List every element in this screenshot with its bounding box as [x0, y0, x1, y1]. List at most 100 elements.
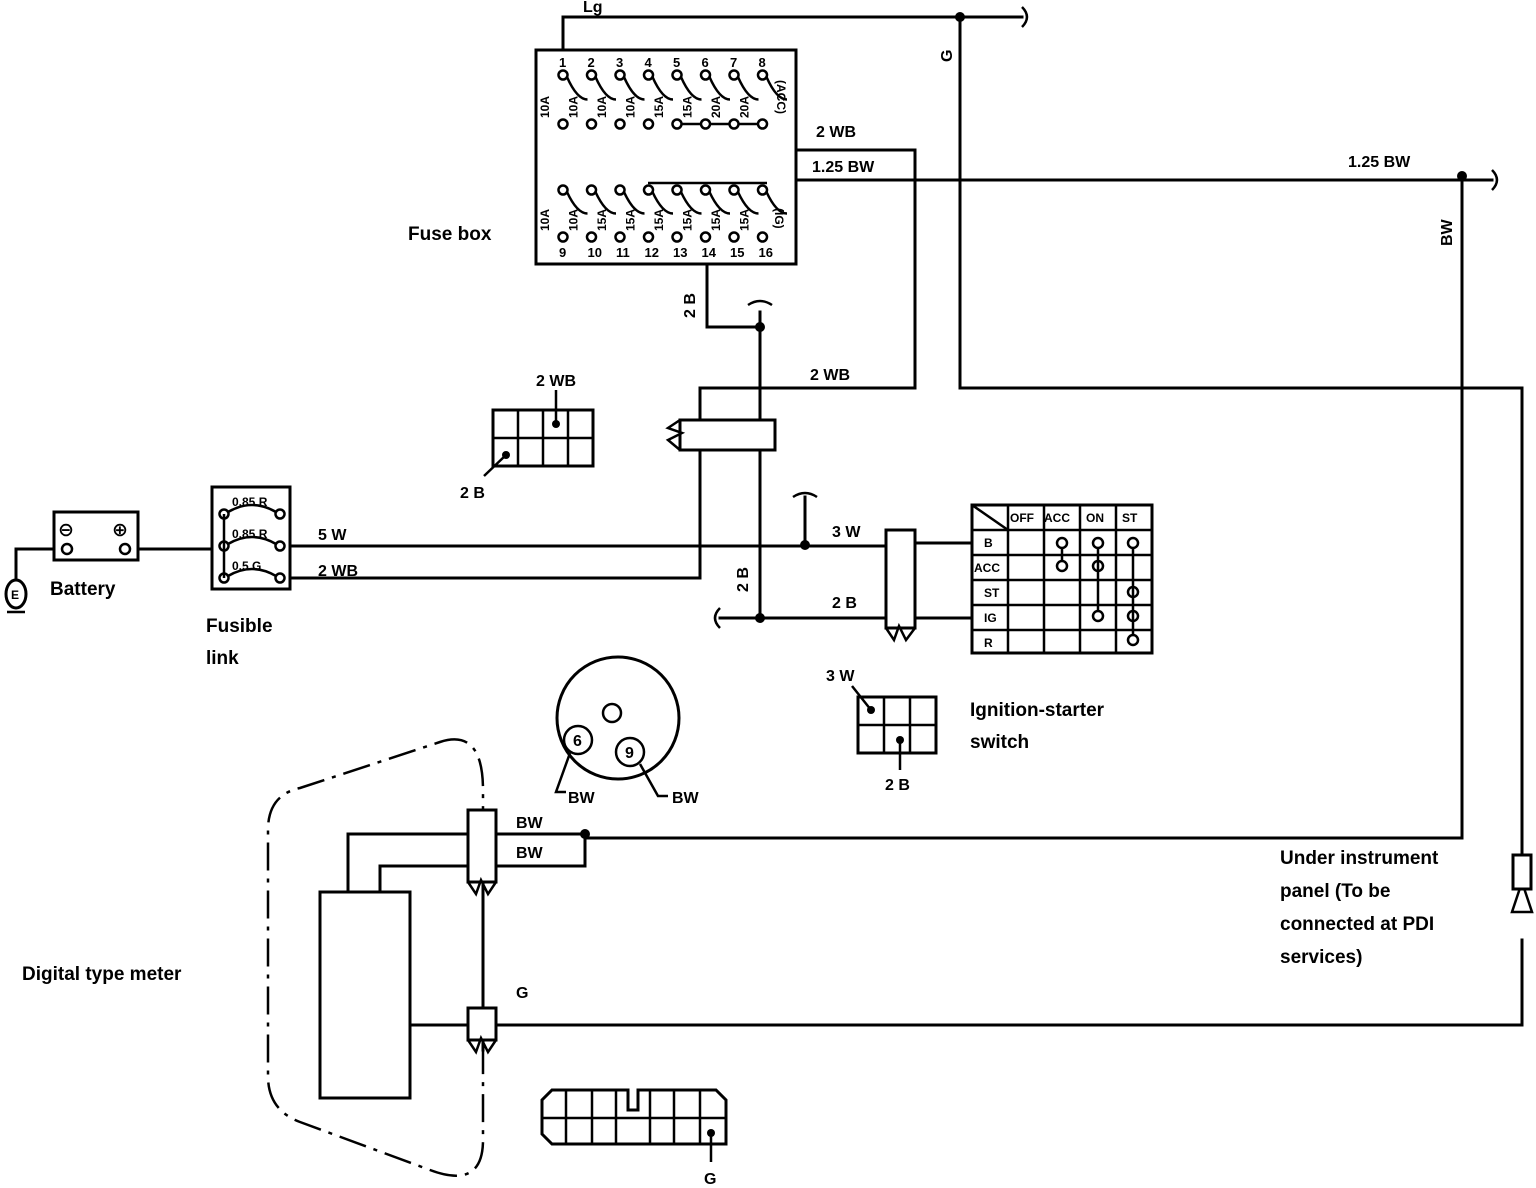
fuse-element — [708, 76, 731, 101]
connector-2wb-label-top: 2 WB — [536, 373, 576, 390]
fuse-terminal — [557, 184, 569, 196]
fuse-terminal — [671, 231, 683, 243]
connector-switch-break — [884, 622, 916, 643]
fuse-rating: 15A — [709, 209, 723, 231]
fuse-terminal — [585, 69, 598, 81]
wire-label-bw-vertical: BW — [1439, 218, 1456, 246]
contact-on-ig — [1091, 609, 1105, 623]
contact-st-b — [1126, 536, 1140, 550]
connector-2wb-label-bottom: 2 B — [460, 485, 485, 502]
fuse-number: 7 — [730, 55, 737, 70]
fuse-rating: 10A — [567, 96, 581, 118]
round-pin-6-label: 6 — [573, 733, 582, 750]
fuse-element — [651, 191, 674, 215]
connector-switch-body — [884, 528, 917, 630]
switch-column-header: OFF — [1010, 511, 1034, 525]
battery-plus-sign: ⊕ — [112, 520, 128, 541]
fuse-number: 5 — [673, 55, 680, 70]
fuse-rating: 10A — [567, 209, 581, 231]
fuse-terminal — [642, 69, 655, 81]
wire-label-1-25bw-left: 1.25 BW — [812, 159, 875, 176]
meter-connector-bottom — [466, 1006, 498, 1042]
wire-3w-break — [792, 491, 818, 499]
fuse-element — [651, 76, 674, 101]
bottom-connector: G — [540, 1088, 728, 1188]
contact-acc-b — [1055, 536, 1069, 550]
fuse-rating: 20A — [709, 96, 723, 118]
meter-connector-bottom-break — [466, 1034, 498, 1055]
switch-row-label: R — [984, 636, 993, 650]
label-under-panel-2: panel (To be — [1280, 881, 1390, 902]
pdi-connector — [1511, 853, 1533, 891]
fuse-terminal — [699, 184, 712, 196]
arrow-up — [1510, 878, 1534, 914]
switch-column-header: ON — [1086, 511, 1104, 525]
switch-row-label: B — [984, 536, 993, 550]
fuse-element — [765, 191, 788, 215]
wire-label-bw-meter-1: BW — [516, 815, 544, 832]
meter-body — [318, 890, 412, 1100]
fuse-element — [565, 191, 588, 215]
connector-mid — [665, 418, 777, 452]
wire-meter-inner-1 — [346, 832, 470, 894]
junction-2b-top — [755, 322, 765, 332]
fuse-terminal — [699, 231, 712, 243]
digital-meter — [266, 738, 498, 1177]
fuse-terminal — [671, 118, 683, 130]
fuse-element — [708, 191, 731, 215]
link-terminal-right — [274, 540, 286, 552]
fuse-rating: 15A — [738, 209, 752, 231]
round-connector-key — [601, 702, 623, 724]
fuse-terminal — [728, 231, 740, 243]
fuse-element — [622, 191, 645, 215]
wire-2b-mid-break — [713, 607, 721, 629]
label-ignition-2: switch — [970, 732, 1029, 753]
wire-label-bw-meter-2: BW — [516, 845, 544, 862]
wire-label-2wb-top: 2 WB — [816, 124, 856, 141]
meter-connector-top — [466, 808, 498, 884]
fuse-terminal — [756, 231, 769, 243]
fuse-number: 16 — [759, 245, 773, 260]
wire-label-2b-fuse: 2 B — [682, 293, 699, 318]
wire-label-2b-mid: 2 B — [832, 595, 857, 612]
fuse-rating: 10A — [624, 96, 638, 118]
fuse-number: 1 — [559, 55, 566, 70]
fuse-number: 12 — [645, 245, 659, 260]
connector-3w: 3 W 2 B — [826, 668, 938, 794]
wire-labels: Lg G 2 WB 1.25 BW 1.25 BW BW 2 B 2 WB 5 … — [318, 0, 1456, 1002]
contact-st-r — [1126, 633, 1140, 647]
meter-boundary — [266, 738, 485, 1177]
fuse-rating: 15A — [624, 209, 638, 231]
fuse-rating: 20A — [738, 96, 752, 118]
fuse-terminal — [756, 118, 769, 130]
fuse-terminal — [557, 69, 569, 81]
fuse-terminal — [614, 118, 626, 130]
label-fusible-link-2: link — [206, 648, 239, 669]
switch-column-header: ACC — [1044, 511, 1070, 525]
fusible-link: 0.85 R0.85 R0.5 G — [210, 485, 292, 591]
label-battery: Battery — [50, 579, 116, 600]
switch-row-label: IG — [984, 611, 997, 625]
wire-label-2wb-mid: 2 WB — [810, 367, 850, 384]
link-rating: 0.85 R — [232, 527, 268, 541]
round-pin-6-lead — [554, 752, 572, 794]
wire-2b-top-break — [747, 299, 773, 307]
fuse-element — [594, 76, 617, 101]
wire-meter-inner-2 — [378, 864, 470, 894]
fuse-number: 4 — [645, 55, 653, 70]
fuse-box-outline — [534, 48, 798, 266]
fuse-group-ig: (IG) — [772, 208, 786, 229]
bottom-connector-label: G — [704, 1171, 716, 1188]
wire-bw-meter-2 — [493, 830, 587, 868]
wire-label-g-vertical: G — [939, 50, 956, 62]
label-digital-meter: Digital type meter — [22, 964, 182, 985]
fuse-rating: 10A — [538, 209, 552, 231]
wire-label-1-25bw-right: 1.25 BW — [1348, 154, 1411, 171]
round-wire-a-label: BW — [568, 790, 596, 807]
fuse-rating: 15A — [681, 209, 695, 231]
switch-contacts — [1055, 536, 1140, 647]
fuse-element — [736, 191, 759, 215]
